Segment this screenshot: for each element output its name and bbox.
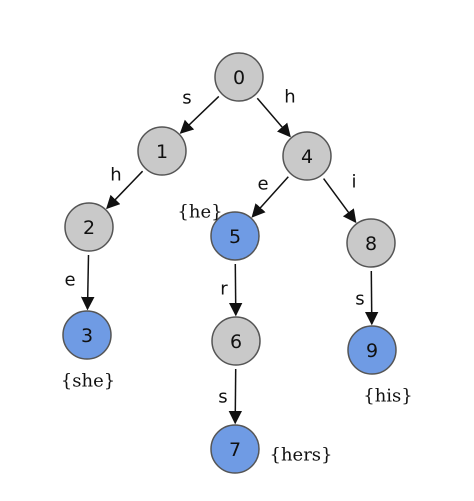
node-4: 4 xyxy=(282,131,332,181)
node-6: 6 xyxy=(211,316,261,366)
node-label-9: 9 xyxy=(366,340,378,362)
outputs-layer: {she} {he} {hers} {his} xyxy=(61,202,413,466)
edge-2-3 xyxy=(80,254,95,311)
node-5: 5 xyxy=(210,211,260,261)
node-circle-0 xyxy=(214,52,264,102)
edge-label-0-4: h xyxy=(284,87,295,108)
node-0: 0 xyxy=(214,52,264,102)
node-circle-4 xyxy=(282,131,332,181)
edge-label-1-2: h xyxy=(110,165,121,186)
node-label-1: 1 xyxy=(156,141,168,163)
node-label-8: 8 xyxy=(365,233,377,255)
edge-label-2-3: e xyxy=(64,270,75,291)
edges-layer xyxy=(80,95,379,425)
edge-label-8-9: s xyxy=(355,289,364,310)
edge-5-6 xyxy=(228,263,243,317)
node-3: 3 xyxy=(62,310,112,360)
node-7: 7 xyxy=(210,424,260,474)
node-label-2: 2 xyxy=(83,217,95,239)
edge-0-4 xyxy=(256,97,291,138)
node-9: 9 xyxy=(347,325,397,375)
edge-6-7 xyxy=(228,368,243,425)
node-1: 1 xyxy=(137,126,187,176)
node-circle-5 xyxy=(210,211,260,261)
output-label-7: {hers} xyxy=(270,445,333,466)
edge-labels-layer: s h h e e i r s s xyxy=(64,87,364,408)
edge-label-5-6: r xyxy=(220,279,228,300)
node-label-3: 3 xyxy=(81,325,93,347)
nodes-layer: 0 1 2 3 4 5 6 7 8 9 xyxy=(62,52,397,474)
node-label-6: 6 xyxy=(230,331,242,353)
edge-0-1 xyxy=(179,95,220,134)
node-circle-9 xyxy=(347,325,397,375)
edge-8-9 xyxy=(364,270,379,326)
edge-4-8 xyxy=(322,178,357,224)
edge-4-5 xyxy=(251,176,289,218)
edge-label-4-5: e xyxy=(257,174,268,195)
node-circle-1 xyxy=(137,126,187,176)
output-label-5: {he} xyxy=(177,202,222,223)
node-label-7: 7 xyxy=(229,439,241,461)
node-circle-8 xyxy=(346,218,396,268)
edge-label-6-7: s xyxy=(218,387,227,408)
node-circle-7 xyxy=(210,424,260,474)
output-label-3: {she} xyxy=(61,371,115,392)
node-8: 8 xyxy=(346,218,396,268)
node-label-0: 0 xyxy=(233,67,245,89)
node-label-5: 5 xyxy=(229,226,241,248)
edge-label-4-8: i xyxy=(351,172,356,193)
node-2: 2 xyxy=(64,202,114,252)
node-circle-6 xyxy=(211,316,261,366)
node-circle-3 xyxy=(62,310,112,360)
node-label-4: 4 xyxy=(301,146,313,168)
edge-1-2 xyxy=(106,170,144,210)
edge-label-0-1: s xyxy=(182,88,191,109)
output-label-9: {his} xyxy=(363,386,413,407)
node-circle-2 xyxy=(64,202,114,252)
